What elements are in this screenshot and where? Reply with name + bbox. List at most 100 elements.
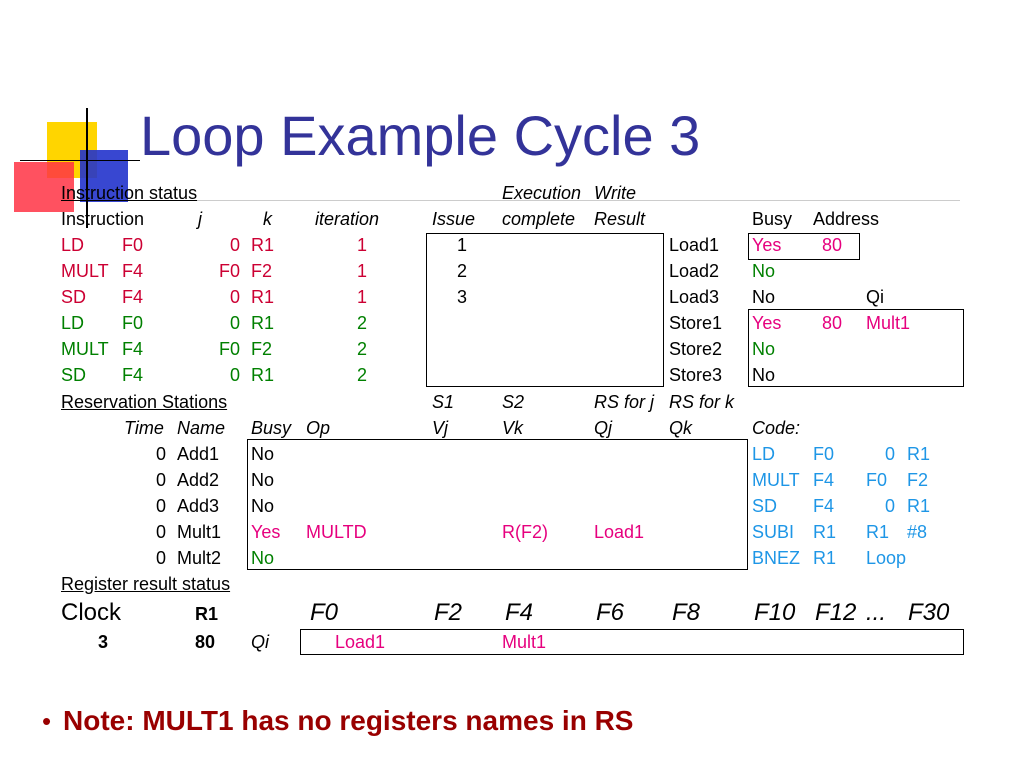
instr-k: F2 xyxy=(251,261,273,281)
instr-k: R1 xyxy=(251,313,275,333)
instr-j: 0 xyxy=(229,287,240,307)
reservation-station-box xyxy=(247,439,748,570)
page-title: Loop Example Cycle 3 xyxy=(140,104,701,167)
instr-dest: F4 xyxy=(122,287,144,307)
rs-busy: No xyxy=(251,444,275,464)
qi-header: Qi xyxy=(866,287,884,307)
s1-header: S1 xyxy=(432,392,455,412)
op-header: Op xyxy=(306,418,331,438)
code-arg3: #8 xyxy=(907,522,928,542)
instr-op: LD xyxy=(61,235,85,255)
rs-for-k-header: RS for k xyxy=(669,392,735,412)
code-arg2: F0 xyxy=(866,470,888,490)
rs-busy: No xyxy=(251,496,275,516)
instruction-status-label: Instruction status xyxy=(61,183,198,203)
note-bullet: • xyxy=(42,706,52,736)
reg-f30-header: F30 xyxy=(908,599,950,626)
register-result-box xyxy=(300,629,964,655)
logo-decoration xyxy=(0,100,140,228)
buffer-busy: No xyxy=(752,287,776,307)
r1-value: 80 xyxy=(195,632,216,652)
qi-label: Qi xyxy=(251,632,269,652)
rs-for-j-header: RS for j xyxy=(594,392,655,412)
rs-busy: No xyxy=(251,470,275,490)
blue-square xyxy=(80,150,128,202)
code-header: Code: xyxy=(752,418,801,438)
r1-label: R1 xyxy=(195,604,219,624)
rs-name: Mult2 xyxy=(177,548,222,568)
reg-f6-header: F6 xyxy=(596,599,625,626)
instr-op: SD xyxy=(61,287,87,307)
reg-f12-header: F12 xyxy=(815,599,857,626)
code-arg1: R1 xyxy=(813,548,837,568)
instr-iteration: 1 xyxy=(356,235,367,255)
buffer-address: 80 xyxy=(822,235,843,255)
instr-dest: F4 xyxy=(122,339,144,359)
s2-header: S2 xyxy=(502,392,525,412)
complete-header: complete xyxy=(502,209,576,229)
instruction-status-box xyxy=(426,233,664,387)
instr-op: SD xyxy=(61,365,87,385)
vk-header: Vk xyxy=(502,418,524,438)
code-arg1: F4 xyxy=(813,496,835,516)
instr-j: F0 xyxy=(218,261,240,281)
write-header: Write xyxy=(594,183,636,203)
code-arg2: 0 xyxy=(884,496,895,516)
instr-issue: 2 xyxy=(456,261,467,281)
reg-f4-qi: Mult1 xyxy=(502,632,547,652)
instr-k: R1 xyxy=(251,235,275,255)
k-header: k xyxy=(263,209,272,229)
instr-op: LD xyxy=(61,313,85,333)
rs-time: 0 xyxy=(155,444,166,464)
instr-issue: 1 xyxy=(456,235,467,255)
instr-iteration: 2 xyxy=(356,365,367,385)
instr-j: 0 xyxy=(229,235,240,255)
instr-k: F2 xyxy=(251,339,273,359)
buffer-name: Load3 xyxy=(669,287,720,307)
rs-time: 0 xyxy=(155,522,166,542)
register-result-status-label: Register result status xyxy=(61,574,231,594)
clock-value: 3 xyxy=(98,632,109,652)
rs-op: MULTD xyxy=(306,522,367,542)
rs-name: Add2 xyxy=(177,470,220,490)
horizontal-line xyxy=(20,160,140,161)
busy-header: Busy xyxy=(251,418,292,438)
instr-iteration: 2 xyxy=(356,313,367,333)
reg-f4-header: F4 xyxy=(505,599,534,626)
reg-dots: ... xyxy=(866,599,887,626)
store-buffer-box xyxy=(748,309,964,387)
code-arg2: Loop xyxy=(866,548,907,568)
code-arg2: 0 xyxy=(884,444,895,464)
instr-dest: F4 xyxy=(122,261,144,281)
instruction-header: Instruction xyxy=(61,209,145,229)
rs-busy: Yes xyxy=(251,522,281,542)
instr-j: 0 xyxy=(229,313,240,333)
buffer-qi: Mult1 xyxy=(866,313,911,333)
code-arg3: R1 xyxy=(907,444,931,464)
code-op: LD xyxy=(752,444,776,464)
instr-iteration: 1 xyxy=(356,287,367,307)
rs-name: Mult1 xyxy=(177,522,222,542)
reg-f10-header: F10 xyxy=(754,599,796,626)
reg-f8-header: F8 xyxy=(672,599,701,626)
qk-header: Qk xyxy=(669,418,693,438)
rs-vk: R(F2) xyxy=(502,522,548,542)
buffer-address: 80 xyxy=(822,313,843,333)
buffer-name: Load2 xyxy=(669,261,720,281)
buffer-name: Store2 xyxy=(669,339,723,359)
instr-iteration: 2 xyxy=(356,339,367,359)
rs-busy: No xyxy=(251,548,275,568)
vertical-line xyxy=(86,108,88,228)
instr-k: R1 xyxy=(251,365,275,385)
rs-time: 0 xyxy=(155,548,166,568)
code-arg1: F4 xyxy=(813,470,835,490)
title-rule xyxy=(90,200,960,201)
instr-dest: F4 xyxy=(122,365,144,385)
code-arg1: R1 xyxy=(813,522,837,542)
clock-label: Clock xyxy=(61,599,122,626)
code-op: MULT xyxy=(752,470,800,490)
time-header: Time xyxy=(124,418,164,438)
code-op: SD xyxy=(752,496,778,516)
red-square xyxy=(14,162,74,212)
note-text: Note: MULT1 has no registers names in RS xyxy=(63,705,634,736)
